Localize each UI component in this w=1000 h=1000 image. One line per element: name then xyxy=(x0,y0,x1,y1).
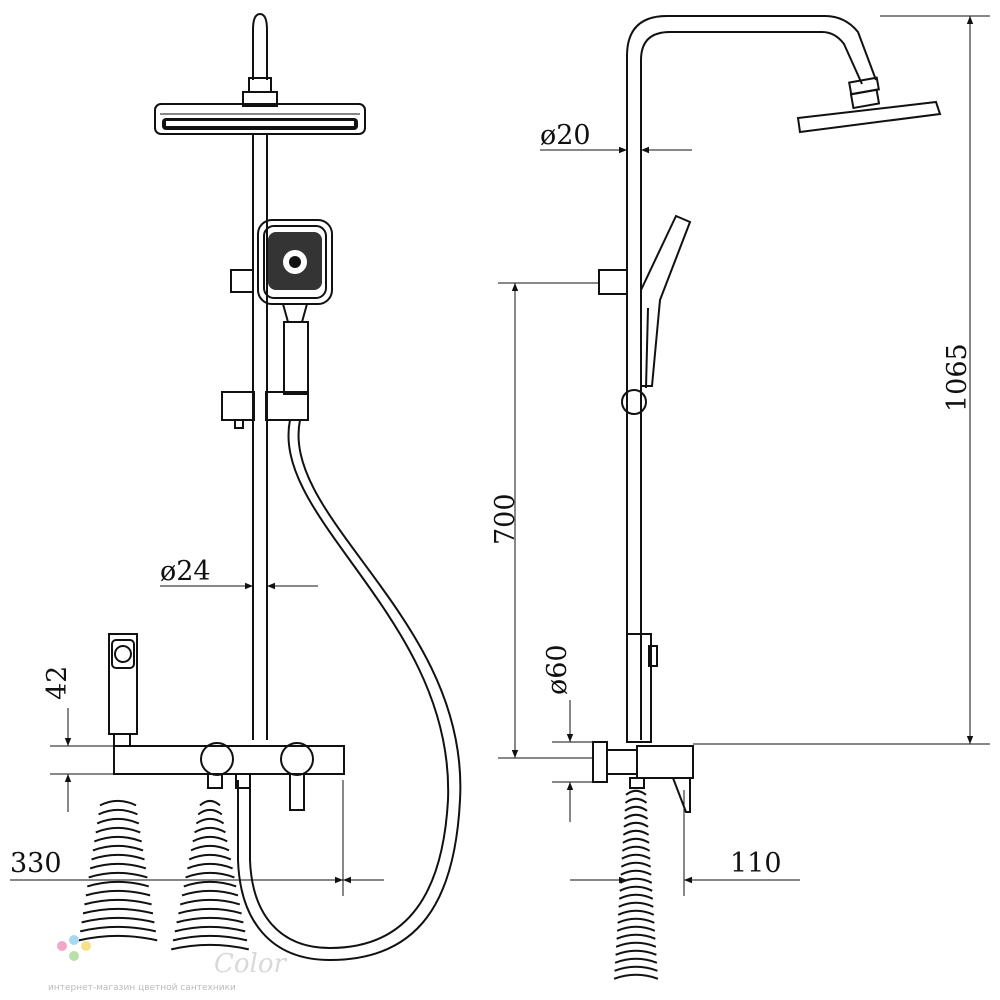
side-hand-shower xyxy=(640,214,692,389)
coiled-hoses xyxy=(78,799,250,951)
dim-height-42: 42 xyxy=(42,666,73,700)
dim-depth-110: 110 xyxy=(730,848,782,879)
side-coiled-hose xyxy=(613,789,659,980)
hand-shower xyxy=(257,219,333,395)
bidet-sprayer xyxy=(108,633,138,747)
dim-height-1065: 1065 xyxy=(942,343,973,412)
side-mixer xyxy=(592,741,694,813)
front-view xyxy=(78,12,462,962)
front-top-arm xyxy=(252,12,268,80)
watermark: Color интернет-магазин цветной сантехник… xyxy=(48,935,288,993)
side-slide-knob xyxy=(621,389,647,415)
watermark-brand: Color xyxy=(214,949,288,979)
side-view xyxy=(592,15,942,980)
dim-height-700: 700 xyxy=(490,493,521,545)
coil-path xyxy=(613,789,659,980)
dim-width-330: 330 xyxy=(10,848,62,879)
side-upper-holder xyxy=(598,269,628,295)
side-arm-inner xyxy=(640,31,863,740)
side-dimensions: ø20 700 ø60 110 1065 xyxy=(490,15,990,896)
front-upper-holder xyxy=(230,269,254,293)
mixer-body xyxy=(113,742,345,811)
shower-hose-outer xyxy=(237,419,462,962)
front-dimensions: ø24 42 330 xyxy=(10,556,384,896)
front-arm-nut xyxy=(248,77,272,93)
coil-path xyxy=(78,799,158,942)
shower-hose-inner xyxy=(249,419,450,950)
side-lower-body xyxy=(626,633,652,743)
coil-path xyxy=(170,799,250,951)
slide-bracket xyxy=(221,391,309,429)
rain-shower-head xyxy=(154,91,366,135)
side-arm-outer xyxy=(626,15,877,740)
side-shower-head xyxy=(796,76,942,134)
dim-diameter-60: ø60 xyxy=(542,644,573,695)
dim-diameter-24: ø24 xyxy=(160,556,211,587)
watermark-subtitle: интернет-магазин цветной сантехники xyxy=(48,983,236,993)
dim-diameter-20: ø20 xyxy=(540,120,591,151)
